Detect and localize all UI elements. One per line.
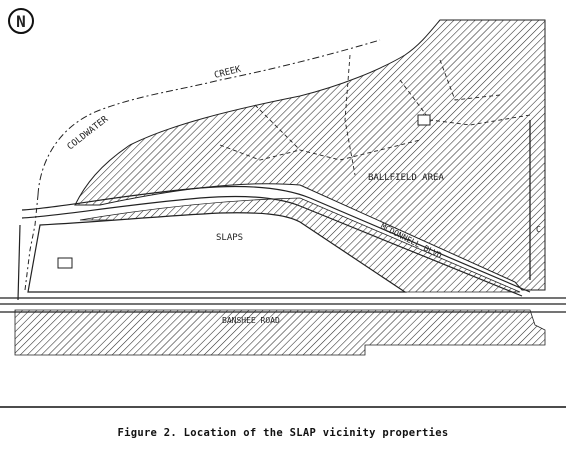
slaps-building xyxy=(57,257,73,269)
figure-caption: Figure 2. Location of the SLAP vicinity … xyxy=(117,427,449,439)
north-arrow-icon: N xyxy=(8,8,34,34)
sub-parcel-lines xyxy=(219,54,531,176)
label-slaps: SLAPS xyxy=(216,233,243,243)
ballfield-marker xyxy=(417,114,431,126)
mcdonnell-blvd-road xyxy=(21,185,531,293)
ballfield-hatched-area xyxy=(74,19,546,291)
mcdonnell-blvd-edge xyxy=(21,195,523,297)
lower-hatched-area xyxy=(14,309,546,356)
slaps-site xyxy=(27,212,407,293)
creek-branch-west xyxy=(24,194,39,291)
label-ballfield-area: BALLFIELD AREA xyxy=(368,173,444,183)
coldwater-creek-line xyxy=(37,39,381,196)
label-fragment-c: C xyxy=(536,225,541,234)
north-arrow-label: N xyxy=(16,12,26,31)
label-coldwater: COLDWATER xyxy=(66,114,111,152)
west-boundary-line xyxy=(17,224,21,301)
label-banshee-road: BANSHEE ROAD xyxy=(222,316,280,325)
